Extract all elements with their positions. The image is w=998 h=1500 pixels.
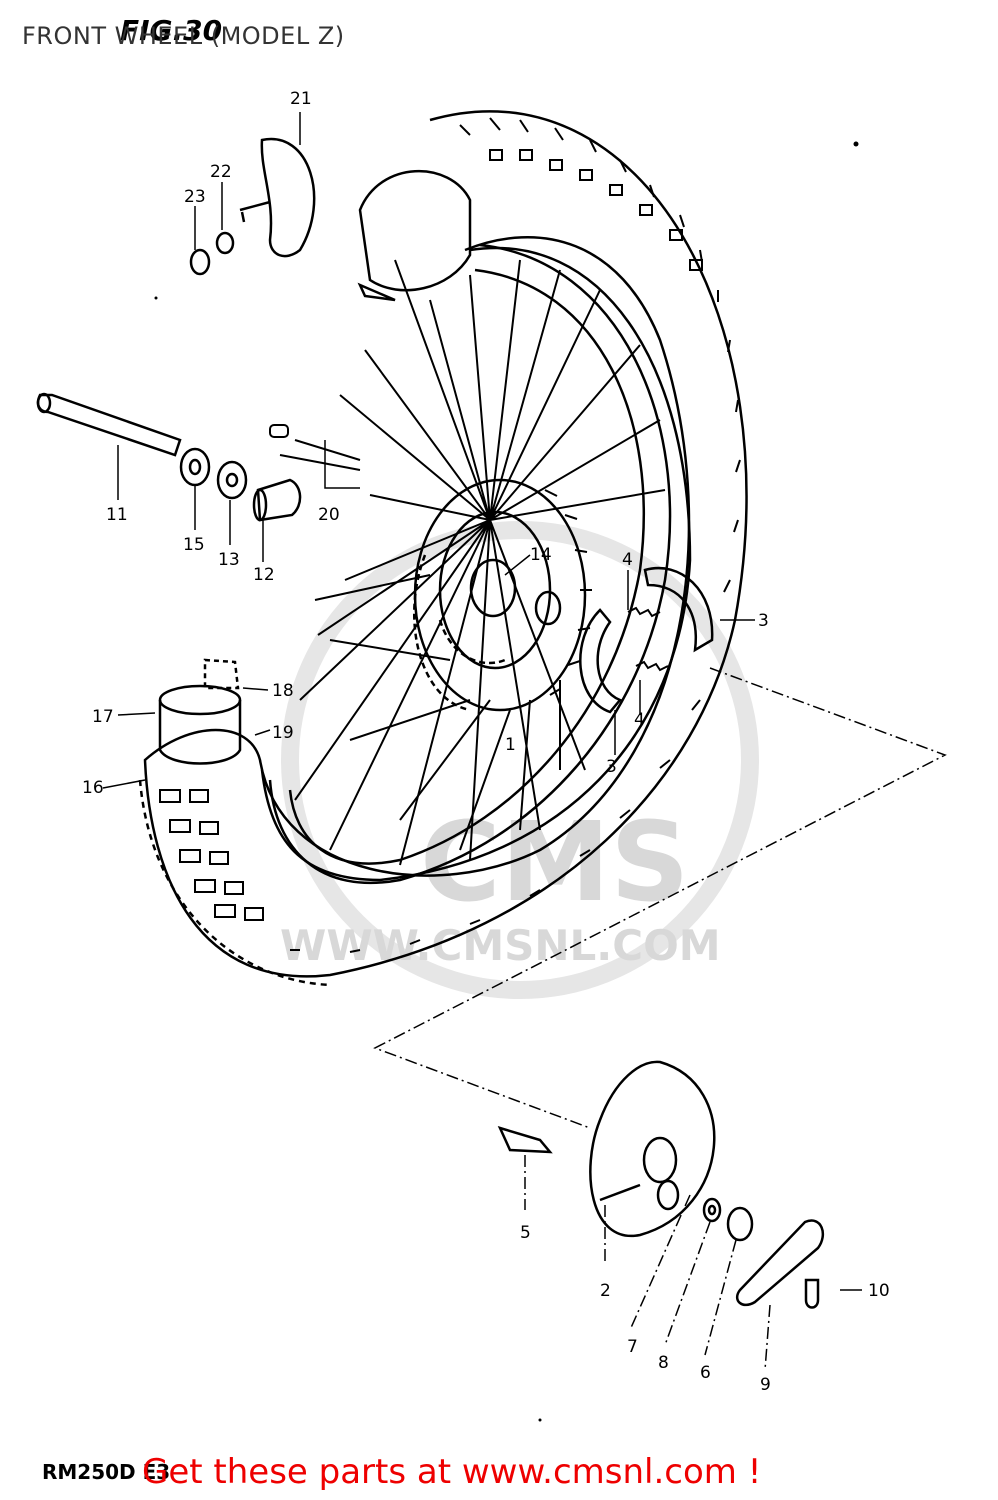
rim-band	[239, 137, 316, 258]
callout-6: 6	[700, 1363, 711, 1383]
callout-8: 8	[658, 1353, 669, 1373]
cmsnl-watermark: CMS WWW.CMSNL.COM	[280, 521, 759, 999]
callout-17: 17	[92, 707, 114, 727]
spacer-washer	[216, 460, 248, 500]
callout-labels: 21 22 23 11 15 13 12 20 14 4 3 4 3 1 18 …	[82, 89, 890, 1395]
hub-sprocket	[413, 478, 592, 712]
callout-11: 11	[106, 505, 128, 525]
model-code: RM250D E3	[42, 1460, 171, 1484]
callout-1: 1	[505, 735, 516, 755]
brake-lever	[735, 1219, 825, 1307]
figure-number: FIG.30	[120, 14, 223, 47]
inner-tube	[158, 169, 472, 765]
front-tire	[138, 110, 748, 987]
callout-10: 10	[868, 1281, 890, 1301]
axle-spacer	[252, 478, 302, 522]
callout-22: 22	[210, 162, 232, 182]
brake-panel	[589, 1060, 716, 1238]
callout-9: 9	[760, 1375, 771, 1395]
callout-18: 18	[272, 681, 294, 701]
spoke-set	[269, 424, 361, 461]
callout-20: 20	[318, 505, 340, 525]
rim-lock-nut	[189, 231, 235, 276]
watermark-url-text: WWW.CMSNL.COM	[280, 921, 721, 970]
page-title: FRONT WHEEL (MODEL Z)	[22, 22, 345, 50]
callout-19: 19	[272, 723, 294, 743]
brake-spring-top	[627, 606, 661, 618]
assembly-lines	[373, 667, 947, 1371]
callout-21: 21	[290, 89, 312, 109]
callout-12: 12	[253, 565, 275, 585]
callout-5: 5	[520, 1223, 531, 1243]
dust-seal	[179, 447, 211, 487]
brake-nut	[726, 1206, 754, 1242]
brake-spring-bottom	[635, 660, 669, 672]
brake-washer	[702, 1197, 722, 1223]
callout-13: 13	[218, 550, 240, 570]
buy-parts-link[interactable]: Get these parts at www.cmsnl.com !	[142, 1452, 762, 1492]
callout-14: 14	[530, 545, 552, 565]
callout-3-right: 3	[758, 611, 769, 631]
registration-dots	[154, 141, 859, 1422]
callout-23: 23	[184, 187, 206, 207]
spokes	[279, 259, 666, 866]
callout-3-bottom: 3	[606, 757, 617, 777]
lever-bolt	[804, 1278, 820, 1309]
callout-15: 15	[183, 535, 205, 555]
brake-cam	[497, 1126, 553, 1154]
callout-4-bottom: 4	[634, 710, 645, 730]
callout-2: 2	[600, 1281, 611, 1301]
callout-16: 16	[82, 778, 104, 798]
callout-7: 7	[627, 1337, 638, 1357]
callout-4-top: 4	[622, 550, 633, 570]
brake-shoes	[579, 566, 714, 714]
leader-lines	[102, 112, 862, 1291]
front-axle	[36, 392, 182, 457]
